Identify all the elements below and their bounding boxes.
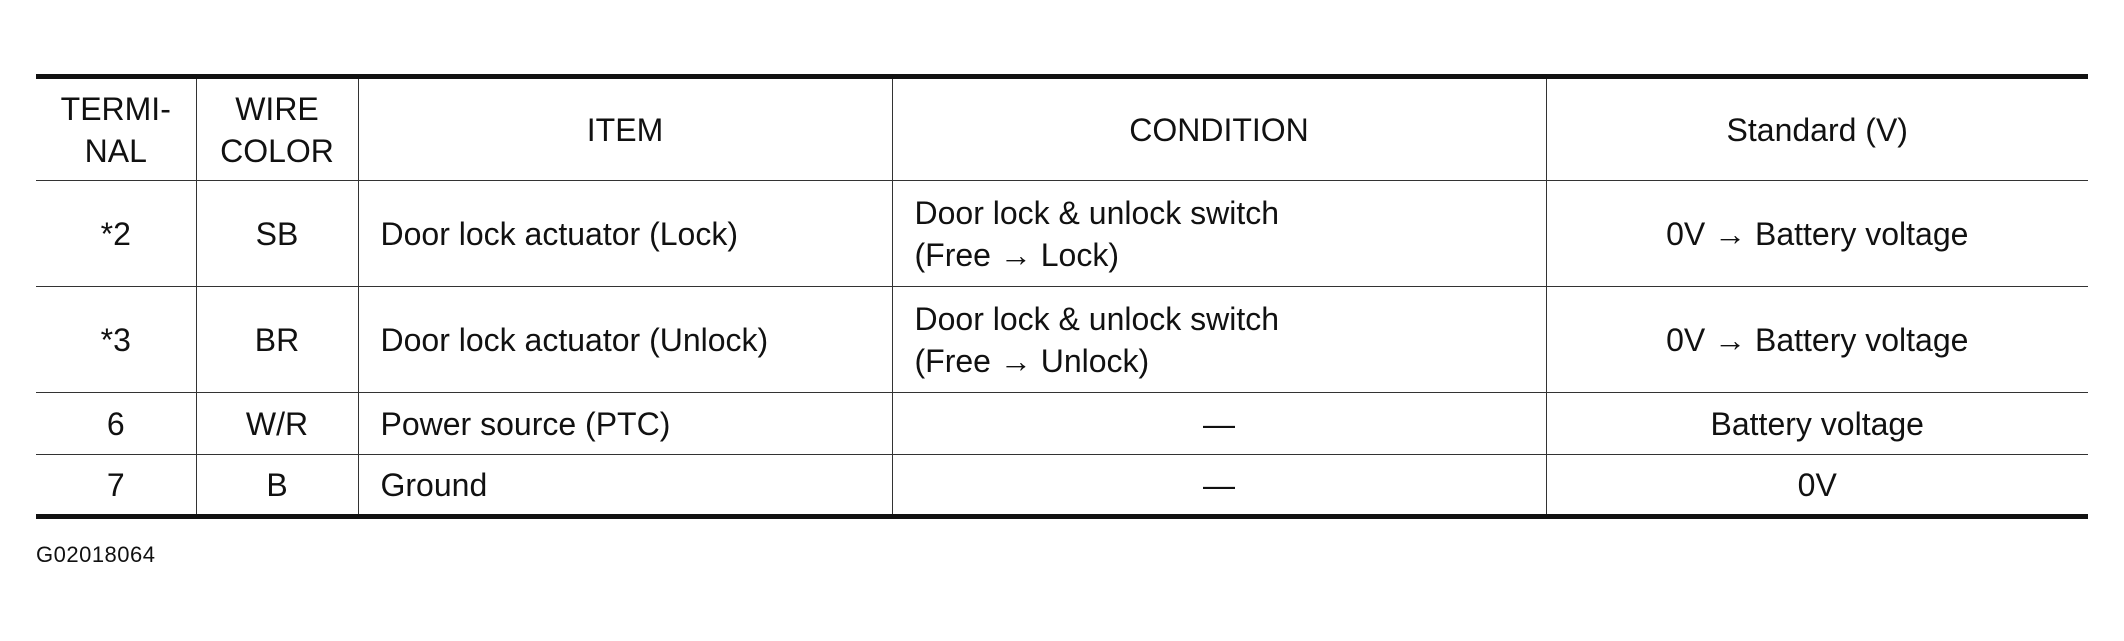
figure-code: G02018064 bbox=[36, 542, 156, 567]
cell-condition: Door lock & unlock switch (Free → Lock) bbox=[891, 180, 1547, 287]
cell-condition: — bbox=[891, 454, 1547, 517]
header-wire-color: WIRE COLOR bbox=[195, 76, 359, 181]
header-terminal-line1: TERMI- bbox=[60, 90, 171, 127]
cell-standard: 0V → Battery voltage bbox=[1545, 286, 2088, 393]
terminal-spec-table: TERMI- NAL WIRE COLOR ITEM CONDITION Sta… bbox=[36, 74, 2088, 519]
cell-standard: 0V bbox=[1545, 454, 2088, 517]
cell-wire-color: SB bbox=[195, 180, 359, 287]
condition-line: (Free → Unlock) bbox=[914, 342, 1150, 379]
cell-item: Ground bbox=[357, 454, 893, 517]
condition-dash: — bbox=[1203, 405, 1235, 442]
header-standard: Standard (V) bbox=[1545, 76, 2088, 181]
table-row: 7 B Ground — 0V bbox=[36, 454, 2088, 517]
cell-wire-color: B bbox=[195, 454, 359, 517]
cell-item: Power source (PTC) bbox=[357, 392, 893, 455]
condition-line: Door lock & unlock switch bbox=[914, 300, 1280, 337]
cell-wire-color: BR bbox=[195, 286, 359, 393]
header-wire-color-line2: COLOR bbox=[220, 132, 334, 169]
cell-condition: — bbox=[891, 392, 1547, 455]
cell-standard: Battery voltage bbox=[1545, 392, 2088, 455]
header-item: ITEM bbox=[357, 76, 893, 181]
header-terminal-line2: NAL bbox=[84, 132, 147, 169]
condition-line: (Free → Lock) bbox=[914, 236, 1119, 273]
cell-terminal: *2 bbox=[36, 180, 197, 287]
condition-line: Door lock & unlock switch bbox=[914, 194, 1280, 231]
cell-terminal: 6 bbox=[36, 392, 197, 455]
cell-standard: 0V → Battery voltage bbox=[1545, 180, 2088, 287]
header-wire-color-line1: WIRE bbox=[235, 90, 319, 127]
header-condition: CONDITION bbox=[891, 76, 1547, 181]
table-header-row: TERMI- NAL WIRE COLOR ITEM CONDITION Sta… bbox=[36, 76, 2088, 181]
cell-terminal: 7 bbox=[36, 454, 197, 517]
table-row: *2 SB Door lock actuator (Lock) Door loc… bbox=[36, 180, 2088, 287]
table-row: *3 BR Door lock actuator (Unlock) Door l… bbox=[36, 286, 2088, 393]
cell-wire-color: W/R bbox=[195, 392, 359, 455]
cell-terminal: *3 bbox=[36, 286, 197, 393]
cell-item: Door lock actuator (Lock) bbox=[357, 180, 893, 287]
table-row: 6 W/R Power source (PTC) — Battery volta… bbox=[36, 392, 2088, 455]
header-terminal: TERMI- NAL bbox=[36, 76, 197, 181]
cell-item: Door lock actuator (Unlock) bbox=[357, 286, 893, 393]
cell-condition: Door lock & unlock switch (Free → Unlock… bbox=[891, 286, 1547, 393]
condition-dash: — bbox=[1203, 466, 1235, 503]
